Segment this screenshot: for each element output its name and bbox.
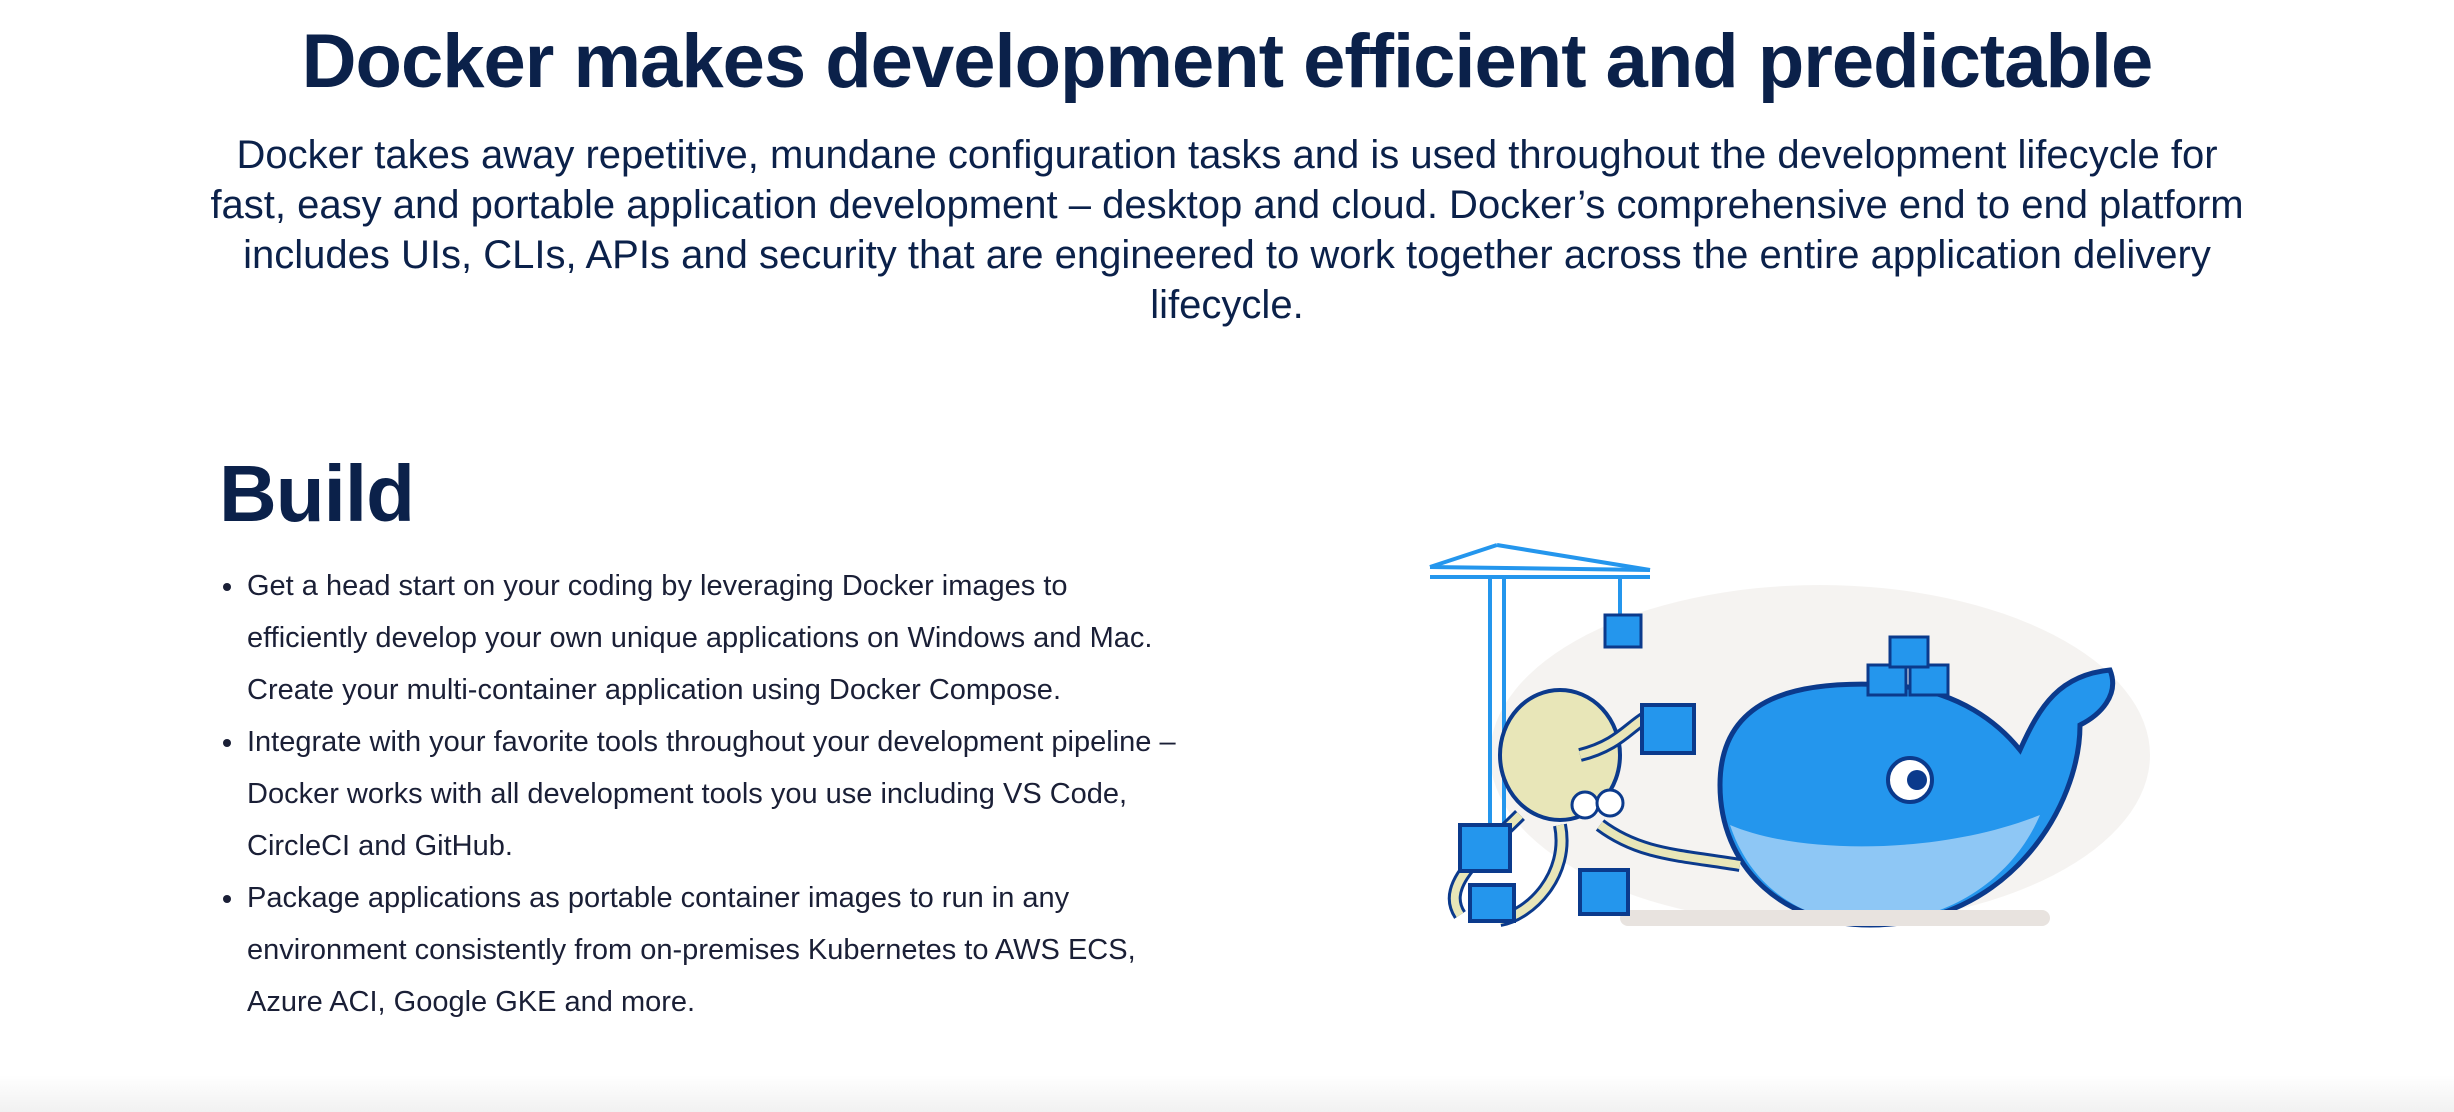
list-item: Package applications as portable contain… — [222, 872, 1182, 1028]
hero-description: Docker takes away repetitive, mundane co… — [210, 133, 2244, 327]
hanging-container-icon — [1603, 613, 1643, 649]
list-item: Integrate with your favorite tools throu… — [222, 716, 1182, 872]
list-item: Get a head start on your coding by lever… — [222, 560, 1182, 716]
page-title: Docker makes development efficient and p… — [301, 19, 2154, 104]
docker-build-illustration — [1429, 543, 2150, 928]
crane-icon — [1429, 543, 1651, 825]
build-heading: Build — [219, 449, 415, 538]
whale-icon — [1717, 635, 2116, 928]
section-divider — [0, 1075, 2454, 1112]
build-feature-list: Get a head start on your coding by lever… — [222, 560, 1182, 1028]
